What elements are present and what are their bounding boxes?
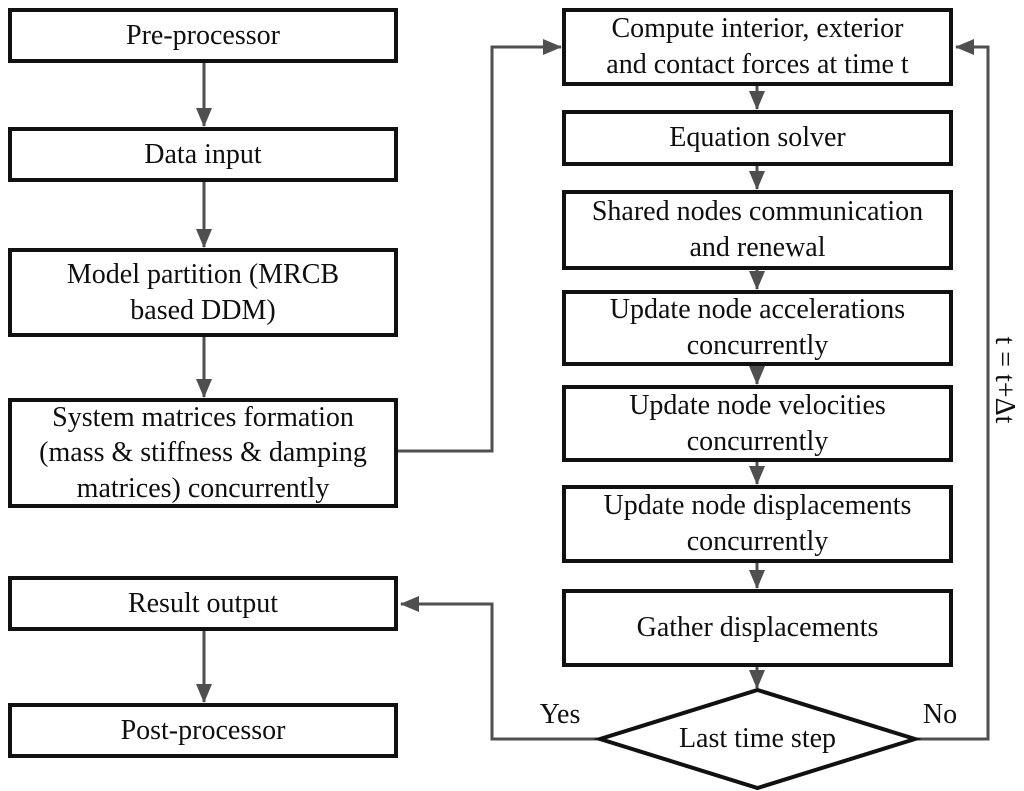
- node-label: Equation solver: [669, 122, 846, 154]
- node-pre-processor: Pre-processor: [8, 8, 398, 63]
- node-label: Model partition (MRCB based DDM): [66, 258, 340, 326]
- node-update-node-displacements: Update node displacements concurrently: [562, 485, 953, 563]
- node-data-input: Data input: [8, 127, 398, 182]
- node-gather-displacements: Gather displacements: [562, 589, 953, 667]
- node-label: Compute interior, exterior and contact f…: [606, 13, 909, 80]
- node-label: Post-processor: [120, 714, 286, 746]
- node-label: Data input: [144, 138, 262, 170]
- node-label: Update node accelerations concurrently: [609, 294, 906, 361]
- node-label: Gather displacements: [636, 612, 879, 644]
- node-system-matrices-formation: System matrices formation (mass & stiffn…: [8, 398, 398, 508]
- node-compute-forces: Compute interior, exterior and contact f…: [562, 8, 953, 86]
- node-label: Result output: [127, 587, 279, 619]
- node-label: Update node displacements concurrently: [603, 490, 912, 557]
- node-model-partition: Model partition (MRCB based DDM): [8, 248, 398, 337]
- yes-branch-label: Yes: [539, 699, 581, 730]
- connector-no-branch: [915, 39, 990, 741]
- time-increment-label: t = t+Δt: [989, 336, 1020, 424]
- node-label: Shared nodes communication and renewal: [591, 196, 924, 263]
- node-equation-solver: Equation solver: [562, 110, 953, 166]
- node-label: Update node velocities concurrently: [629, 389, 886, 457]
- node-post-processor: Post-processor: [8, 703, 398, 758]
- node-update-node-accelerations: Update node accelerations concurrently: [562, 290, 953, 366]
- no-branch-label: No: [922, 699, 958, 730]
- node-update-node-velocities: Update node velocities concurrently: [562, 385, 953, 462]
- connector-yes-branch: [400, 596, 600, 741]
- node-label: System matrices formation (mass & stiffn…: [39, 401, 367, 504]
- node-shared-nodes-communication: Shared nodes communication and renewal: [562, 190, 953, 270]
- node-label: Pre-processor: [126, 19, 280, 51]
- decision-label: Last time step: [678, 723, 837, 754]
- decision-diamond: [593, 687, 922, 791]
- node-result-output: Result output: [8, 576, 398, 631]
- connector-system-matrices-to-compute-forces: [398, 39, 562, 453]
